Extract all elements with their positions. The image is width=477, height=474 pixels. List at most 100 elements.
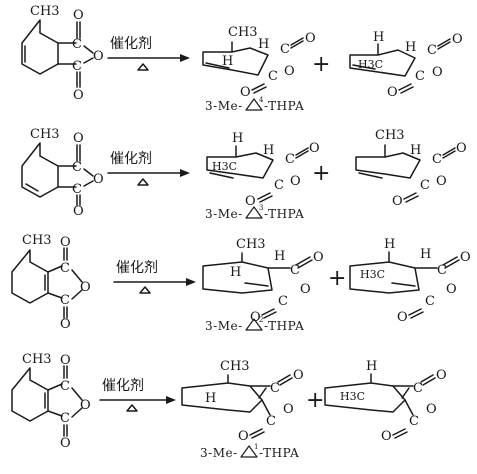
atom-o: O	[305, 31, 316, 46]
atom-o: O	[80, 398, 91, 413]
atom-c: C	[60, 411, 70, 426]
atom-c: C	[413, 381, 423, 396]
atom-o: O	[80, 280, 91, 295]
atom-h: H	[205, 391, 216, 406]
atom-o: O	[446, 282, 457, 297]
atom-o: O	[436, 368, 447, 383]
atom-c: C	[290, 263, 300, 278]
catalyst-label: 催化剂	[102, 378, 144, 394]
plus-sign: +	[312, 161, 330, 186]
reactant-4: CH3 C C O O O	[11, 352, 91, 451]
atom-h: H	[230, 265, 241, 280]
atom-h: H	[405, 40, 416, 55]
label-suffix: -THPA	[264, 319, 304, 333]
atom-o: O	[245, 194, 256, 209]
product-3a: CH3 H H C O O C O	[202, 237, 324, 325]
atom-o: O	[250, 310, 261, 325]
atom-c: C	[60, 379, 70, 394]
atom-o: O	[313, 250, 324, 265]
reaction-4: CH3 C C O O O 催化剂 CH3 H C	[11, 352, 447, 460]
methyl-label: CH3	[22, 352, 52, 367]
atom-c: C	[427, 43, 437, 58]
plus-sign: +	[312, 52, 330, 77]
atom-o: O	[293, 368, 304, 383]
plus-sign: +	[306, 388, 324, 413]
label-prefix: 3-Me-	[205, 99, 243, 113]
label-suffix: -THPA	[259, 446, 299, 460]
reaction-2: CH3 C C O O O 催化剂 H H3C H C C	[21, 127, 467, 221]
reaction-arrow-3: 催化剂	[113, 260, 196, 294]
atom-o: O	[456, 141, 467, 156]
reactant-1: CH3 C C O O O	[21, 4, 104, 103]
label-prefix: 3-Me-	[200, 446, 238, 460]
catalyst-label: 催化剂	[110, 36, 152, 52]
atom-h: H	[366, 359, 377, 374]
atom-o: O	[60, 317, 71, 332]
methyl-label: H3C	[360, 268, 385, 281]
atom-c: C	[278, 294, 288, 309]
atom-c: C	[72, 160, 82, 175]
atom-c: C	[270, 381, 280, 396]
product-4b: H H3C C O O C O	[324, 359, 447, 444]
methyl-label: CH3	[228, 25, 258, 40]
atom-c: C	[409, 414, 419, 429]
label-superscript: 1	[254, 443, 258, 451]
atom-o: O	[60, 235, 71, 250]
product-2b: CH3 H C C O O O	[355, 128, 467, 209]
reaction-arrow-4: 催化剂	[99, 378, 176, 412]
atom-o: O	[452, 32, 463, 47]
atom-o: O	[381, 429, 392, 444]
atom-o: O	[300, 282, 311, 297]
atom-c: C	[420, 178, 430, 193]
atom-o: O	[397, 310, 408, 325]
compound-label-3: 3-Me- 2 -THPA	[205, 316, 304, 333]
catalyst-label: 催化剂	[110, 151, 152, 167]
atom-c: C	[72, 59, 82, 74]
atom-c: C	[72, 37, 82, 52]
reaction-3: CH3 C C O O O 催化剂 CH3 H H C	[11, 233, 471, 333]
atom-o: O	[238, 429, 249, 444]
atom-c: C	[425, 294, 435, 309]
methyl-label: CH3	[22, 233, 52, 248]
atom-h: H	[263, 143, 274, 158]
label-superscript: 4	[259, 96, 264, 104]
catalyst-label: 催化剂	[116, 260, 158, 276]
atom-c: C	[285, 152, 295, 167]
atom-c: C	[60, 293, 70, 308]
label-prefix: 3-Me-	[205, 207, 243, 221]
methyl-label: H3C	[358, 58, 383, 71]
product-4a: CH3 H C O O C O	[181, 359, 304, 444]
atom-h: H	[258, 37, 269, 52]
reactant-3: CH3 C C O O O	[11, 233, 91, 332]
atom-o: O	[283, 402, 294, 417]
atom-c: C	[72, 182, 82, 197]
label-superscript: 3	[259, 204, 263, 212]
atom-h: H	[274, 249, 285, 264]
atom-c: C	[266, 414, 276, 429]
atom-o: O	[73, 8, 84, 23]
atom-h: H	[420, 247, 431, 262]
label-superscript: 2	[259, 316, 263, 324]
compound-label-1: 3-Me- 4 -THPA	[205, 96, 304, 113]
reactant-2: CH3 C C O O O	[21, 127, 104, 219]
atom-c: C	[268, 69, 278, 84]
atom-o: O	[93, 172, 104, 187]
methyl-label: CH3	[30, 127, 60, 142]
compound-label-2: 3-Me- 3 -THPA	[205, 204, 304, 221]
product-1b: H H3C H C C O O O	[349, 30, 463, 100]
methyl-label: H3C	[340, 390, 365, 403]
atom-o: O	[392, 194, 403, 209]
atom-o: O	[60, 353, 71, 368]
atom-o: O	[284, 64, 295, 79]
atom-o: O	[436, 174, 447, 189]
atom-h: H	[373, 30, 384, 45]
atom-h: H	[384, 237, 395, 252]
atom-o: O	[93, 49, 104, 64]
atom-c: C	[274, 178, 284, 193]
atom-h: H	[222, 54, 233, 69]
methyl-label: CH3	[30, 4, 60, 19]
atom-o: O	[387, 85, 398, 100]
atom-o: O	[426, 402, 437, 417]
